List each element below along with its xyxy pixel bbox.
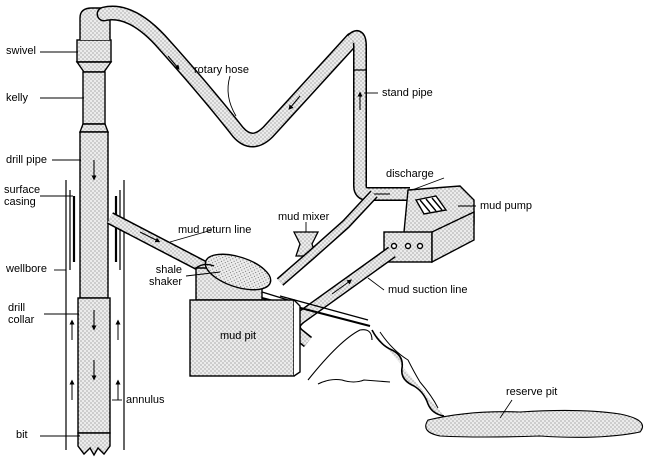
label-bit: bit [16, 429, 28, 441]
label-swivel: swivel [6, 45, 36, 57]
drill-string [75, 7, 113, 457]
label-mud-mixer: mud mixer [278, 211, 330, 223]
label-annulus: annulus [126, 394, 165, 406]
mud-return-line [106, 212, 210, 274]
mud-pit [189, 299, 301, 377]
label-mud-return-line: mud return line [178, 224, 252, 236]
stand-pipe [347, 30, 410, 201]
label-drill-collar-line2: collar [8, 314, 35, 326]
label-stand-pipe: stand pipe [382, 87, 433, 99]
label-discharge: discharge [386, 168, 434, 180]
label-reserve-pit: reserve pit [506, 386, 558, 398]
label-drill-pipe: drill pipe [6, 154, 47, 166]
mud-suction-line [288, 246, 396, 348]
string-flow-arrows [69, 160, 121, 400]
rotary-hose [96, 5, 360, 148]
label-wellbore: wellbore [6, 263, 47, 275]
mud-pump [383, 185, 475, 264]
label-shale-shaker-line2: shaker [148, 276, 182, 288]
label-rotary-hose: rotary hose [194, 64, 250, 76]
shale-shaker [195, 253, 371, 327]
label-mud-pit: mud pit [220, 330, 257, 342]
label-shale-shaker-line1: shale [155, 264, 182, 276]
label-surface-casing-line2: casing [4, 196, 36, 208]
label-kelly: kelly [6, 92, 29, 104]
mud-mixer [276, 190, 378, 286]
label-drill-collar-line1: drill [8, 302, 26, 314]
reserve-pit [307, 329, 644, 438]
label-mud-pump: mud pump [480, 200, 532, 212]
label-mud-suction-line: mud suction line [388, 284, 468, 296]
label-surface-casing-line1: surface [4, 184, 41, 196]
leader-lines [40, 51, 513, 437]
